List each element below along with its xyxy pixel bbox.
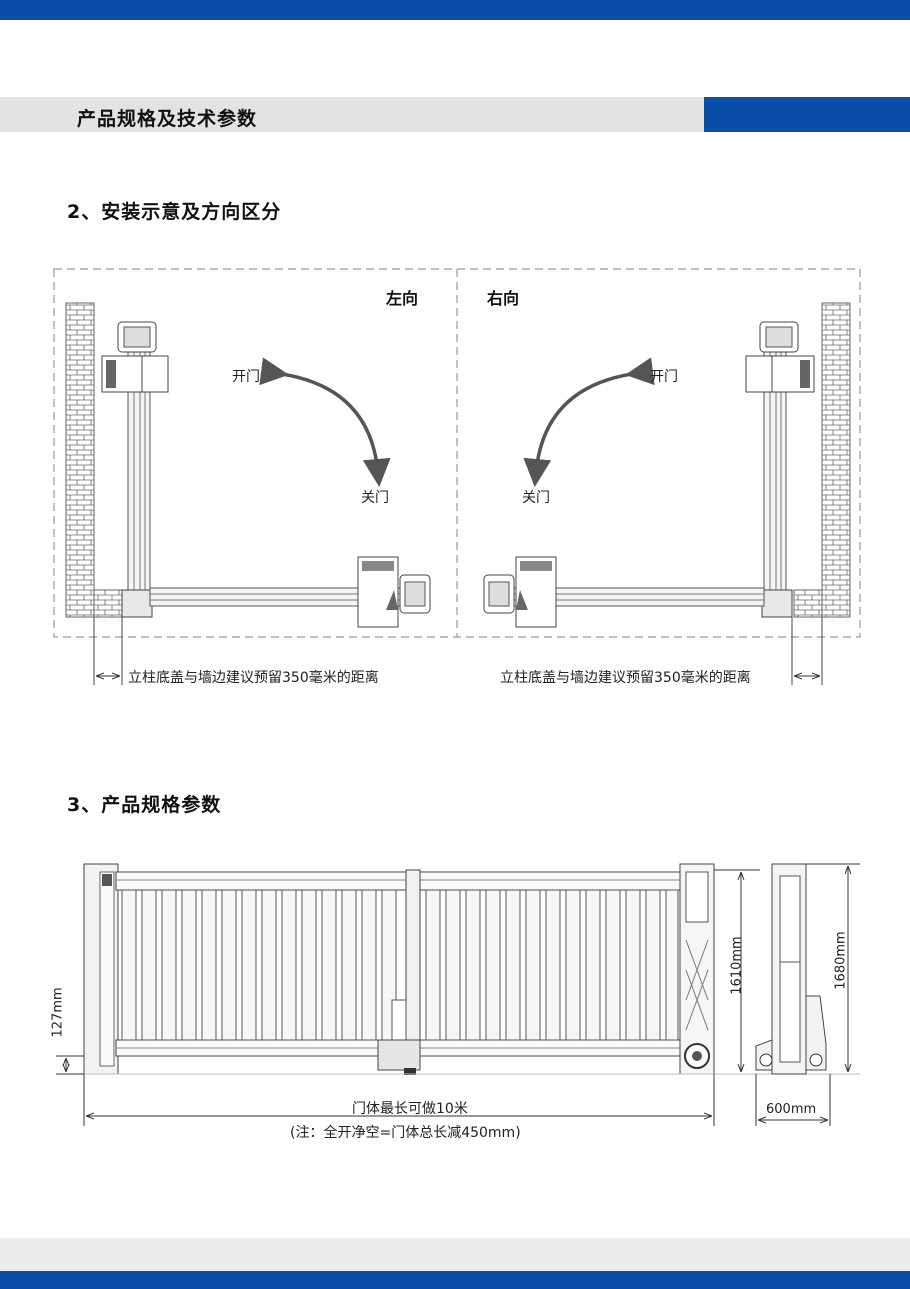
left-direction-label: 左向 [386, 289, 419, 308]
bottom-gray-band [0, 1238, 910, 1271]
top-blue-bar [0, 0, 910, 20]
gate-front-elevation [60, 863, 860, 1075]
dim-127-label: 127mm [50, 987, 66, 1038]
page-title: 产品规格及技术参数 [77, 108, 258, 130]
right-gate-horizontal [483, 556, 793, 628]
right-swing-arrow [523, 357, 655, 487]
left-swing-arrow [259, 357, 391, 487]
left-wall [65, 302, 123, 618]
left-clearance-note: 立柱底盖与墙边建议预留350毫米的距离 [128, 670, 379, 686]
left-close-label: 关门 [361, 490, 389, 506]
header-band [0, 97, 704, 132]
bottom-blue-bar [0, 1271, 910, 1289]
left-gate-horizontal [121, 556, 431, 628]
section2-title: 2、安装示意及方向区分 [67, 201, 282, 223]
right-direction-label: 右向 [487, 289, 520, 308]
dim-1680-label: 1680mm [833, 931, 849, 990]
right-open-label: 开门 [650, 369, 678, 385]
spec-dimension-lines [56, 863, 860, 1126]
section3-title: 3、产品规格参数 [67, 794, 222, 816]
dim-1610-label: 1610mm [729, 936, 745, 995]
clearance-footnote: (注：全开净空=门体总长减450mm) [290, 1125, 521, 1141]
right-gate-vertical [745, 321, 815, 594]
header-accent [704, 97, 910, 132]
right-clearance-note: 立柱底盖与墙边建议预留350毫米的距离 [500, 670, 751, 686]
right-wall [793, 302, 851, 618]
dim-600-label: 600mm [766, 1102, 817, 1117]
max-length-label: 门体最长可做10米 [352, 1101, 468, 1117]
right-close-label: 关门 [522, 490, 550, 506]
gate-side-elevation [755, 863, 827, 1075]
left-gate-vertical [101, 321, 169, 594]
left-open-label: 开门 [232, 369, 260, 385]
